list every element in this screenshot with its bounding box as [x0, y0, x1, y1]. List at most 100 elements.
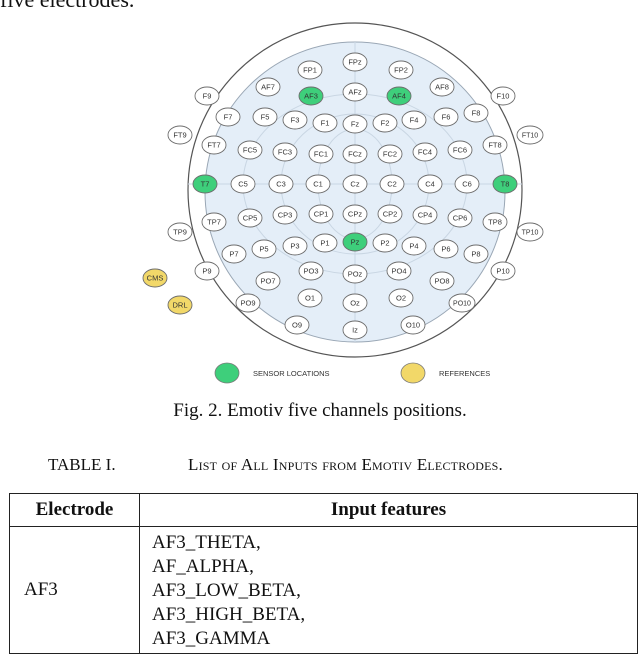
electrode-label: F5: [261, 113, 270, 122]
electrode-fp1: FP1: [297, 60, 323, 80]
electrode-marker: [342, 320, 368, 340]
electrode-label: C4: [425, 180, 435, 189]
electrode-f8: F8: [463, 103, 489, 123]
electrode-label: Oz: [350, 299, 360, 308]
electrode-label: FT9: [173, 131, 186, 140]
electrode-label: O10: [406, 321, 420, 330]
electrode-label: CP1: [314, 210, 329, 219]
electrode-marker: [282, 110, 308, 130]
table-title: TABLE I.List of All Inputs from Emotiv E…: [48, 455, 503, 475]
electrode-label: CP5: [243, 214, 258, 223]
electrode-o9: O9: [284, 315, 310, 335]
electrode-label: F2: [381, 119, 390, 128]
electrode-label: PO8: [434, 277, 449, 286]
electrode-label: Fz: [351, 120, 360, 129]
electrode-o1: O1: [297, 288, 323, 308]
electrode-marker: [482, 212, 508, 232]
electrode-fz: Fz: [342, 114, 368, 134]
electrode-tp10: TP10: [516, 222, 544, 242]
electrode-marker: [417, 174, 443, 194]
electrode-marker: [305, 174, 331, 194]
electrode-label: C5: [238, 180, 248, 189]
electrode-label: PO10: [453, 301, 471, 308]
electrode-marker: [192, 174, 218, 194]
electrode-marker: [167, 295, 193, 315]
electrode-marker: [194, 261, 220, 281]
electrode-label: AF7: [261, 83, 275, 92]
electrode-tp8: TP8: [482, 212, 508, 232]
table-title-text: List of All Inputs from Emotiv Electrode…: [188, 455, 503, 474]
electrode-marker: [412, 142, 438, 162]
electrode-marker: [297, 60, 323, 80]
electrode-cz: Cz: [342, 174, 368, 194]
electrode-label: CP3: [278, 211, 293, 220]
electrode-fc2: FC2: [377, 144, 403, 164]
electrode-fc4: FC4: [412, 142, 438, 162]
electrode-label: O1: [305, 294, 315, 303]
electrode-label: DRL: [172, 301, 187, 310]
electrode-marker: [142, 268, 168, 288]
electrode-t7: T7: [192, 174, 218, 194]
electrode-marker: [342, 114, 368, 134]
electrode-label: CP6: [453, 214, 468, 223]
electrode-marker: [255, 271, 281, 291]
electrode-label: FC3: [278, 148, 292, 157]
electrode-marker: [342, 52, 368, 72]
electrode-marker: [298, 86, 324, 106]
electrode-marker: [490, 261, 516, 281]
electrode-marker: [401, 110, 427, 130]
electrode-label: FP1: [303, 66, 317, 75]
electrode-cp2: CP2: [377, 204, 403, 224]
electrode-marker: [167, 125, 193, 145]
electrode-label: Cz: [350, 180, 359, 189]
electrode-af4: AF4: [386, 86, 412, 106]
electrode-label: AF3: [304, 92, 318, 101]
electrode-o2: O2: [388, 288, 414, 308]
electrode-marker: [447, 140, 473, 160]
electrode-marker: [308, 204, 334, 224]
electrode-c1: C1: [305, 174, 331, 194]
figure-caption: Fig. 2. Emotiv five channels positions.: [173, 400, 467, 421]
electrode-p8: P8: [463, 244, 489, 264]
electrode-label: F1: [321, 119, 330, 128]
electrode-fcz: FCz: [342, 144, 368, 164]
electrode-p5: P5: [251, 239, 277, 259]
electrode-cell: AF3: [9, 526, 140, 654]
electrode-marker: [429, 77, 455, 97]
electrode-marker: [342, 82, 368, 102]
electrode-marker: [237, 208, 263, 228]
feature-item: AF3_LOW_BETA,: [152, 580, 301, 601]
electrode-label: P5: [259, 245, 268, 254]
electrode-marker: [298, 261, 324, 281]
electrode-marker: [201, 212, 227, 232]
electrode-p3: P3: [282, 236, 308, 256]
electrode-drl: DRL: [167, 295, 193, 315]
electrode-f1: F1: [312, 113, 338, 133]
electrode-p10: P10: [490, 261, 516, 281]
electrode-poz: POz: [342, 264, 368, 284]
electrode-label: T8: [501, 180, 510, 189]
electrode-cms: CMS: [142, 268, 168, 288]
electrode-label: FT7: [207, 141, 220, 150]
electrode-po9: PO9: [235, 293, 261, 313]
electrode-label: F6: [442, 113, 451, 122]
electrode-f2: F2: [372, 113, 398, 133]
electrode-marker: [388, 288, 414, 308]
electrode-marker: [463, 103, 489, 123]
electrode-label: AFz: [348, 88, 362, 97]
electrode-fp2: FP2: [388, 60, 414, 80]
electrode-marker: [342, 293, 368, 313]
electrode-marker: [386, 261, 412, 281]
electrode-tp9: TP9: [167, 222, 193, 242]
electrode-marker: [447, 208, 473, 228]
electrode-label: FC2: [383, 150, 397, 159]
electrode-label: O9: [292, 321, 302, 330]
electrode-o10: O10: [400, 315, 426, 335]
electrode-c2: C2: [379, 174, 405, 194]
electrode-marker: [516, 125, 544, 145]
feature-item: AF_ALPHA,: [152, 556, 254, 577]
preceding-text-line: five electrodes.: [0, 0, 134, 13]
electrode-marker: [312, 113, 338, 133]
electrode-label: POz: [348, 270, 363, 279]
electrode-ft9: FT9: [167, 125, 193, 145]
